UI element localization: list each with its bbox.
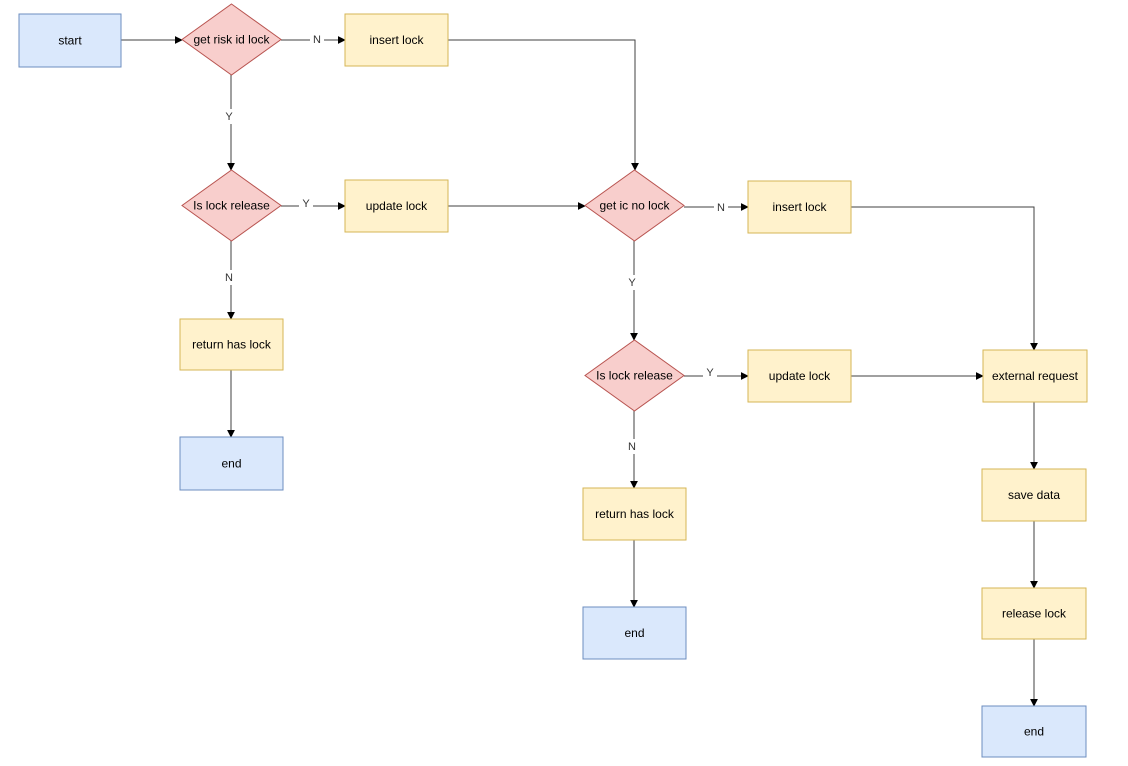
edge-label-y: Y	[628, 277, 636, 289]
node-get-risk-id-lock: get risk id lock	[181, 3, 282, 76]
node-label: return has lock	[595, 507, 675, 521]
edge-label-background	[222, 109, 236, 124]
release-lock-box-shape	[981, 587, 1087, 640]
node-label: insert lock	[772, 200, 827, 214]
nodes-layer: start get risk id lock insert lock Is lock …	[18, 3, 1088, 758]
edge-is-lock-release-2-to-update-lock-2: Y	[684, 365, 749, 380]
edge-get-ic-no-lock-to-is-lock-release-2: Y	[625, 241, 639, 341]
node-return-has-lock-2: return has lock	[582, 487, 687, 541]
edge-get-risk-id-lock-to-insert-lock-1: N	[281, 32, 346, 47]
node-label: return has lock	[192, 338, 272, 352]
edge-label-y: Y	[225, 111, 233, 123]
edge-get-ic-no-lock-to-insert-lock-2: N	[684, 200, 749, 215]
edge-label-background	[625, 439, 639, 454]
insert-lock-2-box-shape	[747, 180, 852, 234]
edge-label-background	[703, 365, 717, 380]
node-label: Is lock release	[193, 199, 270, 213]
start-box-shape	[18, 13, 122, 68]
is-lock-release-1-diamond-shape	[181, 169, 282, 242]
save-data-box-shape	[981, 468, 1087, 522]
edge-label-y: Y	[706, 367, 714, 379]
node-label: start	[58, 34, 82, 48]
node-update-lock-1: update lock	[344, 179, 449, 233]
edge-is-lock-release-1-to-return-has-lock-1: N	[222, 241, 236, 320]
end-2-box-shape	[582, 606, 687, 660]
edge-label-background	[714, 200, 728, 215]
end-1-box-shape	[179, 436, 284, 491]
edge-insert-lock-2-to-external-request	[851, 206, 1038, 351]
node-end-3: end	[981, 705, 1087, 758]
node-label: end	[1024, 725, 1044, 739]
node-label: get ic no lock	[599, 199, 670, 213]
node-label: update lock	[769, 369, 831, 383]
node-get-ic-no-lock: get ic no lock	[584, 169, 685, 242]
node-label: save data	[1008, 488, 1060, 502]
node-is-lock-release-1: Is lock release	[181, 169, 282, 242]
node-end-1: end	[179, 436, 284, 491]
node-start: start	[18, 13, 122, 68]
edge-connector-line	[851, 206, 1038, 351]
edge-label-background	[222, 270, 236, 285]
node-insert-lock-1: insert lock	[344, 13, 449, 67]
get-risk-id-lock-diamond-shape	[181, 3, 282, 76]
node-release-lock: release lock	[981, 587, 1087, 640]
node-label: Is lock release	[596, 369, 673, 383]
node-is-lock-release-2: Is lock release	[584, 339, 685, 412]
edges-layer: N Y Y N N Y Y N	[121, 32, 1038, 707]
edge-label-background	[299, 196, 313, 211]
node-return-has-lock-1: return has lock	[179, 318, 284, 371]
node-label: end	[624, 626, 644, 640]
end-3-box-shape	[981, 705, 1087, 758]
edge-label-background	[310, 32, 324, 47]
node-label: update lock	[366, 199, 428, 213]
edge-label-n: N	[313, 34, 321, 46]
insert-lock-1-box-shape	[344, 13, 449, 67]
node-insert-lock-2: insert lock	[747, 180, 852, 234]
get-ic-no-lock-diamond-shape	[584, 169, 685, 242]
update-lock-1-box-shape	[344, 179, 449, 233]
is-lock-release-2-diamond-shape	[584, 339, 685, 412]
edge-is-lock-release-2-to-return-has-lock-2: N	[625, 411, 639, 489]
node-end-2: end	[582, 606, 687, 660]
edge-is-lock-release-1-to-update-lock-1: Y	[281, 196, 346, 211]
node-save-data: save data	[981, 468, 1087, 522]
node-external-request: external request	[982, 349, 1088, 403]
external-request-box-shape	[982, 349, 1088, 403]
node-label: external request	[992, 369, 1079, 383]
edge-insert-lock-1-to-get-ic-no-lock	[448, 39, 639, 171]
edge-label-y: Y	[302, 198, 310, 210]
node-update-lock-2: update lock	[747, 349, 852, 403]
node-label: get risk id lock	[193, 33, 270, 47]
edge-label-n: N	[628, 441, 636, 453]
edge-connector-line	[448, 39, 639, 171]
edge-label-background	[625, 275, 639, 290]
return-has-lock-1-box-shape	[179, 318, 284, 371]
node-label: end	[221, 457, 241, 471]
node-label: release lock	[1002, 607, 1067, 621]
return-has-lock-2-box-shape	[582, 487, 687, 541]
edge-label-n: N	[717, 202, 725, 214]
update-lock-2-box-shape	[747, 349, 852, 403]
node-label: insert lock	[369, 33, 424, 47]
edge-label-n: N	[225, 272, 233, 284]
edge-get-risk-id-lock-to-is-lock-release-1: Y	[222, 75, 236, 171]
